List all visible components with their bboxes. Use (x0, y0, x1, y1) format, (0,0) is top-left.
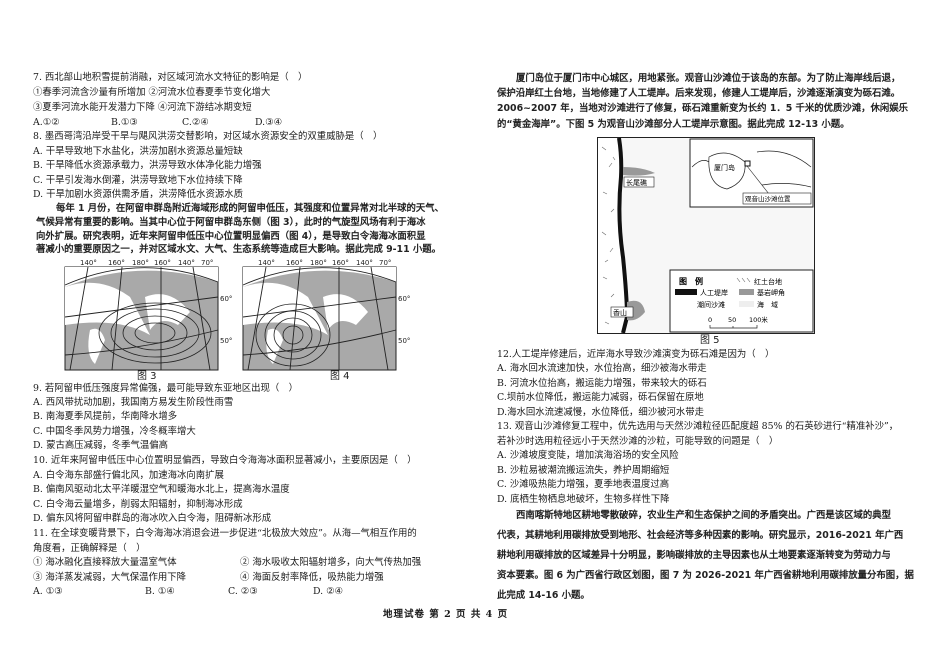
lon-label: 160° (332, 259, 349, 267)
lon-label: 140° (258, 259, 275, 267)
inset-map: 厦门岛 观音山沙滩位置 (689, 138, 814, 208)
lon-label: 140° (80, 259, 97, 267)
scale-label: 50 (728, 316, 736, 324)
label-beach-location: 观音山沙滩位置 (745, 194, 791, 203)
question-stem: 角度看，正确解释是（ ） (33, 543, 146, 554)
lon-label: 160° (286, 259, 303, 267)
answer-option: C. 中国冬季风势力增强，冷冬概率增大 (33, 426, 196, 437)
answer-option: C. 白令海云量增多，削弱太阳辐射，抑制海冰形成 (33, 499, 243, 510)
scale-label: 100米 (749, 315, 768, 324)
legend-item: 红土台地 (754, 277, 782, 286)
statement-item: ① 海冰融化直接释放大量温室气体 (33, 557, 177, 568)
figure-3-map: 140° 160° 180° 160° 140° 70° 60° 50° (60, 257, 240, 375)
answer-option: D. ②④ (313, 586, 343, 597)
answer-option: B. 南海夏季风提前，华南降水增多 (33, 411, 178, 422)
legend-title: 图 例 (679, 276, 703, 286)
question-stem: 11. 在全球变暖背景下，白令海海冰消退会进一步促进“北极放大效应”。从海—气相… (33, 528, 417, 539)
lon-label: 180° (132, 259, 149, 267)
lat-label: 50° (220, 337, 232, 345)
figure-5-map: 长尾礁 香山 厦门岛 观音山沙滩位置 图 例 红土台地 人工堤岸 基岩岬角 潮间… (597, 137, 817, 339)
question-stem: 7. 西北部山地积雪提前消融，对区域河流水文特征的影响是（ ） (33, 72, 308, 83)
label-xiamen-island: 厦门岛 (714, 163, 735, 172)
lon-label: 160° (108, 259, 125, 267)
answer-option: C. 干旱引发海水倒灌，洪涝导致地下水位持续下降 (33, 175, 243, 186)
legend-item: 潮间沙滩 (697, 300, 725, 309)
answer-option: D. 偏东风将阿留申群岛的海冰吹入白令海，阻碍新冰形成 (33, 513, 272, 524)
answer-option: B.①③ (111, 117, 138, 128)
label-xiangshan: 香山 (613, 308, 627, 317)
scale-label: 0 (708, 316, 712, 324)
passage-line: 向外扩展。研究表明，近年来阿留申低压中心位置明显偏西（图 4），是导致白令海海冰… (36, 231, 426, 242)
passage-line: 的“黄金海岸”。下图 5 为观音山沙滩部分人工堤岸示意图。据此完成 12-13 … (497, 119, 850, 130)
passage-line: 代表，其耕地利用碳排放受到地形、社会经济等多种因素的影响。研究显示，2016-2… (497, 530, 904, 541)
statement-item: ④ 海面反射率降低，吸热能力增强 (240, 572, 384, 583)
lat-label: 60° (220, 295, 232, 303)
answer-option: B. 河流水位抬高，搬运能力增强，带来较大的砾石 (497, 378, 707, 389)
question-stem: 10. 近年来阿留申低压中心位置明显偏西，导致白令海海冰面积显著减小，主要原因是… (33, 455, 417, 466)
answer-option: A. 西风带扰动加剧，我国南方易发生阶段性雨雪 (33, 397, 234, 408)
answer-option: D. 蒙古高压减弱，冬季气温偏高 (33, 440, 169, 451)
answer-option: C.②④ (182, 117, 209, 128)
answer-option: B. 干旱降低水资源承载力，洪涝导致水体净化能力增强 (33, 160, 262, 171)
question-stem: 若补沙时选用粒径远小于天然沙滩的沙粒，可能导致的问题是（ ） (497, 436, 779, 447)
page-footer: 地理试卷 第 2 页 共 4 页 (383, 609, 509, 620)
answer-option: B. 偏南风驱动北太平洋暖湿空气和暖海水北上，提高海水温度 (33, 484, 290, 495)
answer-option: D.海水回水流速减慢，水位降低，细沙被河水带走 (497, 407, 705, 418)
answer-option: A.①② (33, 117, 60, 128)
legend-item: 海 域 (757, 300, 778, 309)
answer-option: C.坝前水位降低，搬运能力减弱，砾石保留在原地 (497, 392, 704, 403)
question-stem: 8. 墨西哥湾沿岸受干旱与飓风洪涝交替影响，对区域水资源安全的双重威胁是（ ） (33, 131, 383, 142)
figure-4-map: 140° 160° 180° 160° 140° 70° 60° 50° (238, 257, 418, 375)
passage-line: 每年 1 月份，在阿留申群岛附近海域形成的阿留申低压，其强度和位置异常对北半球的… (56, 203, 445, 214)
lat-label: 60° (398, 295, 410, 303)
figure-4-caption: 图 4 (330, 371, 350, 382)
passage-line: 保护沿岸红土台地，当地修建了人工堤岸。后来发现，修建人工堤岸后，沙滩逐渐演变为砾… (497, 88, 901, 99)
answer-option: A. 白令海东部盛行偏北风，加速海冰向南扩展 (33, 470, 224, 481)
answer-option: B. ①④ (145, 586, 175, 597)
passage-line: 西南喀斯特地区耕地零散破碎，农业生产和生态保护之间的矛盾突出。广西是该区域的典型 (516, 510, 892, 521)
map-legend: 图 例 红土台地 人工堤岸 基岩岬角 潮间沙滩 海 域 0 50 100米 (669, 269, 814, 333)
answer-option: A. 沙滩坡度变陡，增加滨海浴场的安全风险 (497, 450, 679, 461)
answer-option: B. 沙粒易被潮流搬运流失，养护周期缩短 (497, 465, 670, 476)
passage-line: 资本要素。图 6 为广西省行政区划图，图 7 为 2026-2021 年广西省耕… (497, 570, 914, 581)
question-stem: 13. 观音山沙滩修复工程中，优先选用与天然沙滩粒径匹配度超 85% 的石英砂进… (497, 421, 899, 432)
lon-label: 140° (356, 259, 373, 267)
question-stem: 12.人工堤岸修建后，近岸海水导致沙滩演变为砾石滩是因为（ ） (497, 349, 775, 360)
legend-item: 基岩岬角 (757, 288, 785, 297)
statement-item: ③ 海洋蒸发减弱，大气保温作用下降 (33, 572, 186, 583)
lon-label: 70° (201, 259, 213, 267)
answer-option: D. 干旱加剧水资源供需矛盾，洪涝降低水资源水质 (33, 189, 244, 200)
passage-line: 气候异常有重要的影响。当其中心位于阿留申群岛东侧（图 3），此时的气旋型风场有利… (36, 217, 426, 228)
lat-label: 50° (398, 337, 410, 345)
answer-option: A. ①③ (33, 586, 63, 597)
answer-option: D.③④ (255, 117, 282, 128)
figure-5-caption: 图 5 (700, 335, 720, 346)
passage-line: 此完成 14-16 小题。 (497, 590, 590, 601)
statement-line: ①春季河流含沙量有所增加 ②河流水位春夏季节变化增大 (33, 87, 271, 98)
lon-label: 160° (154, 259, 171, 267)
answer-option: D. 底栖生物栖息地破坏，生物多样性下降 (497, 494, 670, 505)
passage-line: 耕地利用碳排放的区域差异十分明显，影响碳排放的主导因素也从土地要素逐渐转变为劳动… (497, 550, 891, 561)
lon-label: 140° (178, 259, 195, 267)
longitude-labels: 140° 160° 180° 160° 140° 70° (258, 259, 391, 267)
label-changweiji: 长尾礁 (626, 178, 647, 187)
passage-line: 2006~2007 年，当地对沙滩进行了修复，砾石滩重新变为长约 1．5 千米的… (497, 103, 909, 114)
answer-option: A. 海水回水流速加快，水位抬高，细沙被海水带走 (497, 363, 707, 374)
red-soil-swatch (736, 277, 751, 283)
lon-label: 70° (379, 259, 391, 267)
passage-line: 厦门岛位于厦门市中心城区，用地紧张。观音山沙滩位于该岛的东部。为了防止海岸线后退… (516, 73, 901, 84)
answer-option: C. 沙滩吸热能力增强，夏季地表温度过高 (497, 479, 670, 490)
passage-line: 著减小的重要原因之一，并对区域水文、大气、生态系统等造成巨大影响。据此完成 9-… (36, 244, 441, 255)
answer-option: C. ②③ (228, 586, 258, 597)
legend-item: 人工堤岸 (700, 288, 728, 297)
statement-line: ③夏季河流水能开发潜力下降 ④河流下游结冰期变短 (33, 102, 252, 113)
answer-option: A. 干旱导致地下水盐化，洪涝加剧水资源总量短缺 (33, 146, 243, 157)
longitude-labels: 140° 160° 180° 160° 140° 70° (80, 259, 213, 267)
lon-label: 180° (310, 259, 327, 267)
figure-3-caption: 图 3 (137, 371, 157, 382)
question-stem: 9. 若阿留申低压强度异常偏强，最可能导致东亚地区出现（ ） (33, 383, 299, 394)
statement-item: ② 海水吸收太阳辐射增多，向大气传热加强 (240, 557, 422, 568)
